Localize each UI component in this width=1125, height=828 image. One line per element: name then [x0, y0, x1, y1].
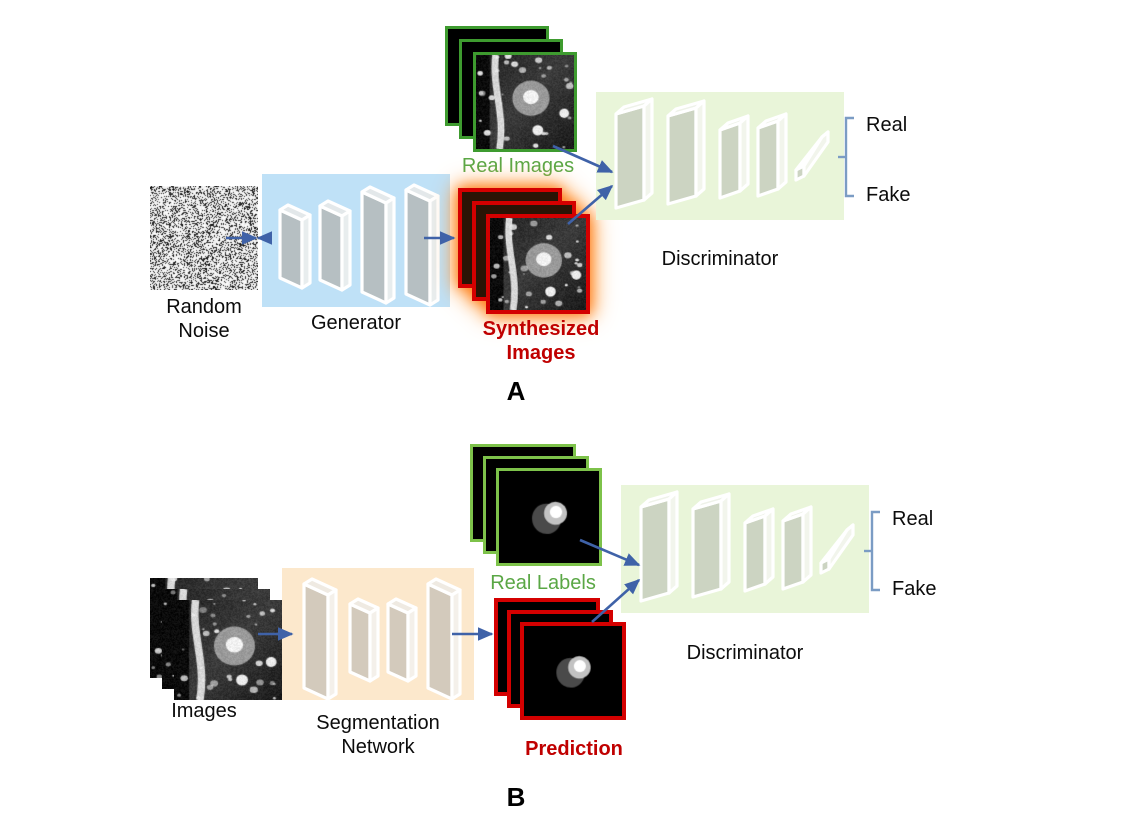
discriminator-layers [621, 485, 869, 613]
generator-layers [262, 174, 450, 307]
generator-label: Generator [311, 312, 401, 336]
real-labels-label: Real Labels [490, 572, 596, 596]
panel-b-label: B [507, 782, 526, 813]
synthesized-images-label: Synthesized Images [483, 318, 600, 365]
discriminator-layers [596, 92, 844, 220]
random-noise-image [150, 186, 258, 290]
real-labels-stack [470, 444, 616, 574]
stack-sheet-front [496, 468, 602, 566]
panel-a-label: A [507, 376, 526, 407]
stack-sheet-front [486, 214, 590, 314]
output-real-label: Real [866, 114, 907, 138]
stack-sheet-front [473, 52, 577, 152]
stack-sheet-front [520, 622, 626, 720]
segmentation-network-label: Segmentation Network [316, 712, 439, 759]
discriminator-label: Discriminator [687, 642, 804, 666]
output-real-label: Real [892, 508, 933, 532]
random-noise-label: Random Noise [166, 296, 242, 343]
stack-sheet-front [174, 600, 282, 700]
output-fake-label: Fake [866, 184, 910, 208]
input-images-label: Images [171, 700, 237, 724]
discriminator-label: Discriminator [662, 248, 779, 272]
synthesized-images-stack [458, 188, 598, 318]
real-images-label: Real Images [462, 155, 574, 179]
output-fake-label: Fake [892, 578, 936, 602]
real-images-stack [445, 26, 585, 156]
prediction-stack [494, 598, 640, 730]
prediction-label: Prediction [525, 738, 623, 762]
segmentation-network-layers [282, 568, 474, 700]
input-images-stack [150, 578, 300, 708]
